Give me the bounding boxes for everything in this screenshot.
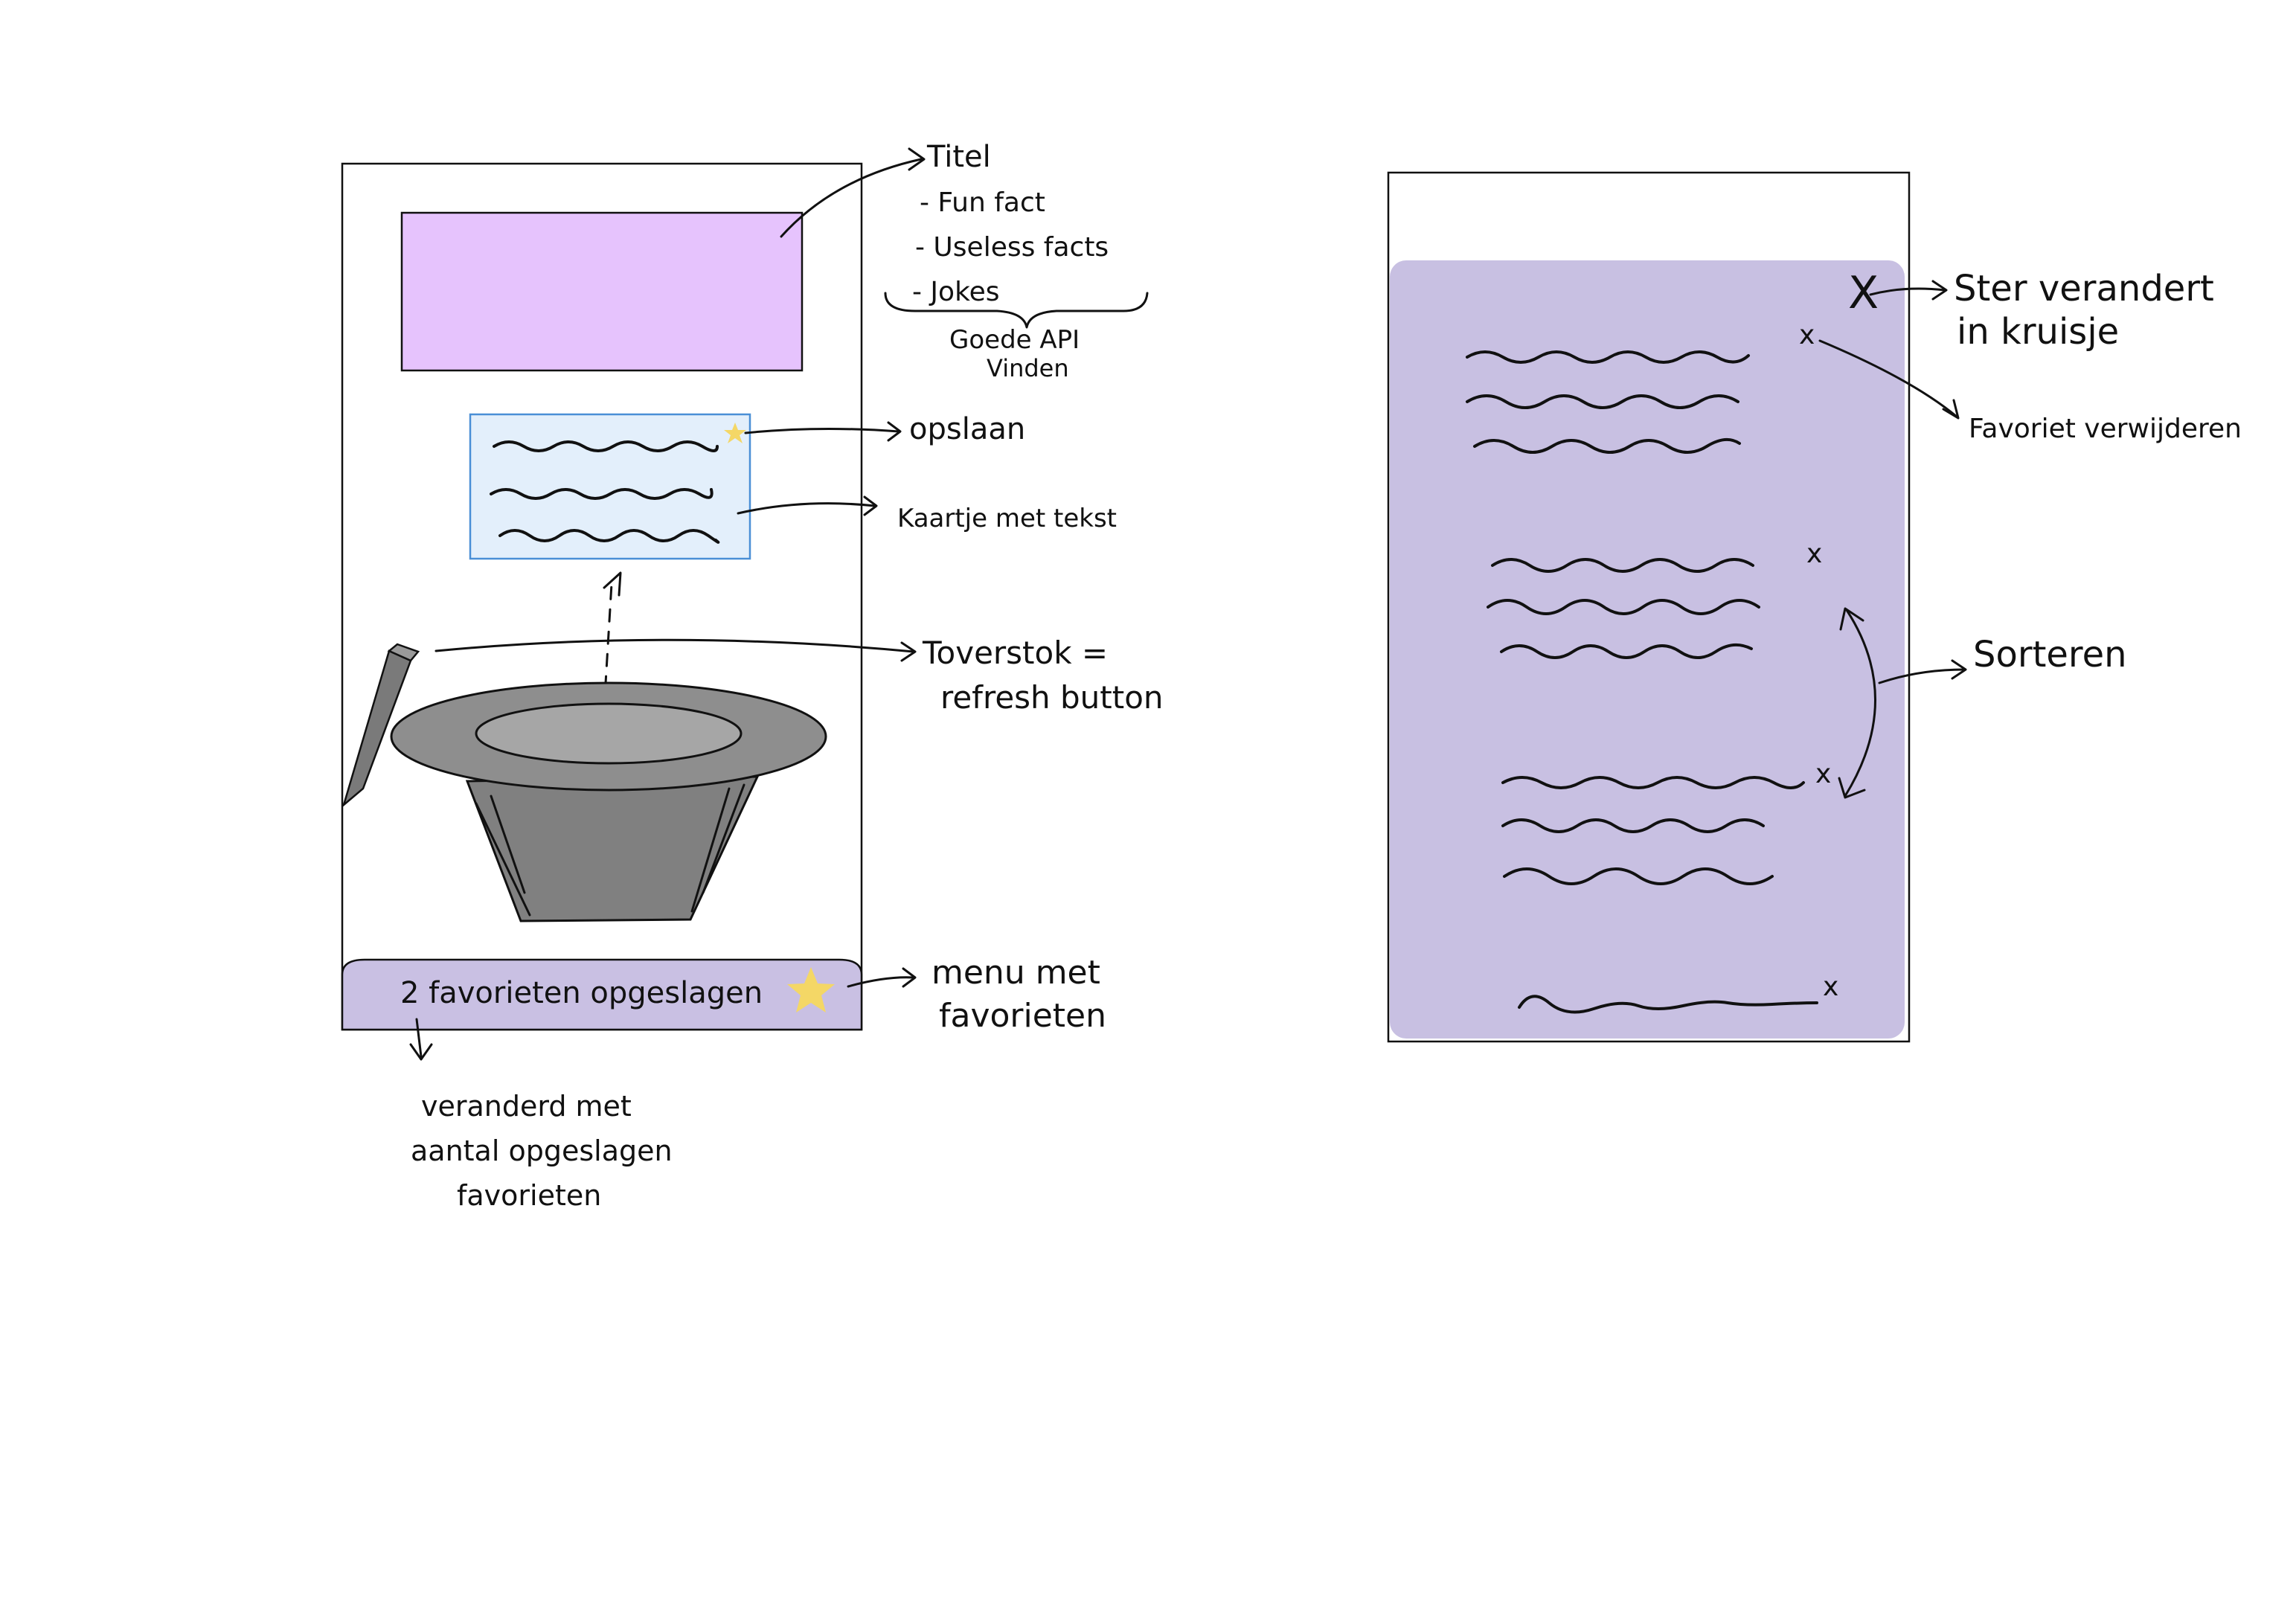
favorites-menu-bar[interactable] [341, 958, 863, 1031]
arrow-head [1838, 777, 1866, 799]
favorite-item[interactable]: x [1487, 539, 1822, 659]
options-brace [884, 292, 1149, 329]
annotation-option: - Fun fact [920, 187, 1045, 218]
arrow-head [908, 147, 926, 171]
annotation-star-to-cross: in kruisje [1957, 311, 2119, 353]
card-text-line [493, 440, 719, 452]
star-icon[interactable] [787, 967, 835, 1012]
arrow-to-title [780, 158, 923, 238]
annotation-save: opslaan [909, 412, 1025, 446]
arrow-head [409, 1043, 433, 1061]
annotation-menu: menu met [931, 954, 1100, 992]
star-icon[interactable] [724, 423, 746, 443]
favorite-item[interactable]: x [1518, 972, 1838, 1014]
arrow-head [1839, 607, 1864, 631]
card-text-line [490, 488, 714, 500]
favorite-text-line [1500, 643, 1753, 659]
close-icon[interactable]: x [1823, 972, 1838, 1002]
arrow-head [863, 495, 878, 516]
favorite-text-line [1487, 599, 1760, 615]
top-hat-icon[interactable] [390, 681, 827, 922]
favorite-text-line [1466, 394, 1739, 409]
arrow-to-remove-note [1818, 339, 1958, 418]
favorite-text-line [1473, 437, 1741, 454]
favorite-text-line [1518, 995, 1818, 1014]
left-phone-wireframe: 2 favorieten opgeslagen Titel - Fun fact… [341, 140, 1164, 1212]
arrow-to-menu [847, 976, 915, 988]
magic-wand-icon[interactable] [341, 643, 420, 808]
close-icon[interactable]: x [1806, 539, 1822, 569]
arrow-head [902, 967, 917, 988]
annotation-api-note: Vinden [987, 354, 1069, 382]
favorite-item[interactable]: x [1501, 759, 1831, 885]
arrow-head [900, 641, 917, 662]
favorite-item[interactable]: x [1466, 320, 1815, 454]
annotation-title: Titel [926, 140, 991, 174]
arrow-head [1931, 280, 1948, 301]
annotation-option: - Useless facts [915, 232, 1109, 263]
favorite-text-line [1503, 867, 1774, 885]
arrow-head [887, 421, 902, 442]
arrow-to-card [737, 502, 876, 515]
arrow-head [1951, 659, 1967, 680]
favorite-text-line [1491, 558, 1754, 573]
arrow-to-save [744, 427, 900, 434]
dashed-arrow-head [603, 571, 622, 597]
arrow-head [1942, 399, 1960, 420]
annotation-card: Kaartje met tekst [897, 504, 1117, 533]
arrow-to-sort-note [1878, 668, 1966, 684]
title-box [400, 211, 804, 372]
right-phone-wireframe: X x x x x [1387, 171, 2242, 1043]
annotation-sort: Sorteren [1973, 634, 2127, 675]
annotation-remove-favorite: Favoriet verwijderen [1969, 414, 2242, 444]
close-icon[interactable]: x [1799, 320, 1815, 350]
annotation-wand: refresh button [940, 679, 1164, 716]
annotation-menu: favorieten [939, 997, 1106, 1035]
arrow-to-counter-note [415, 1018, 423, 1058]
card-text-line [498, 529, 720, 544]
text-card[interactable] [469, 413, 751, 560]
close-icon[interactable]: x [1815, 759, 1831, 789]
favorite-text-line [1501, 776, 1805, 789]
annotation-counter: favorieten [457, 1179, 601, 1212]
annotation-option: - Jokes [912, 277, 1000, 307]
annotation-star-to-cross: Ster verandert [1954, 268, 2214, 309]
favorite-text-line [1501, 818, 1765, 833]
annotation-api-note: Goede API [949, 325, 1080, 355]
annotation-counter: aantal opgeslagen [411, 1134, 673, 1167]
favorites-count-label[interactable]: 2 favorieten opgeslagen [400, 976, 763, 1010]
sort-double-arrow [1844, 609, 1876, 797]
annotation-wand: Toverstok = [922, 635, 1108, 671]
arrow-to-star-note [1869, 287, 1946, 296]
arrow-to-wand [434, 638, 915, 653]
favorite-text-line [1466, 350, 1750, 364]
annotation-counter: veranderd met [421, 1090, 632, 1123]
